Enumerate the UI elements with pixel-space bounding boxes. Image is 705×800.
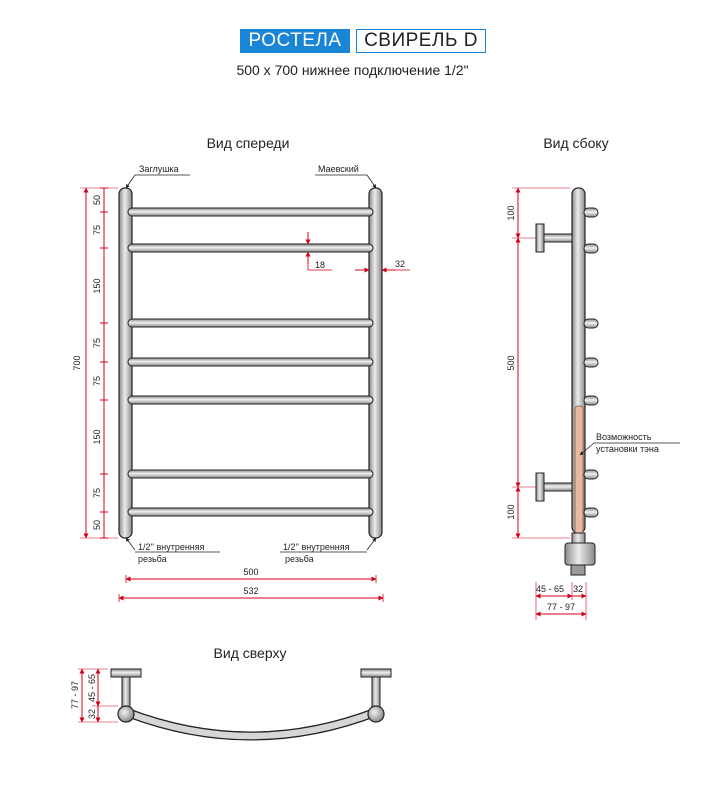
bar-stubs — [583, 207, 599, 518]
crossbar — [127, 318, 374, 328]
dim-height-total: 700 — [72, 355, 82, 370]
bar-stub — [583, 207, 599, 218]
cap-label: Заглушка — [139, 164, 179, 174]
brand-logo: РОСТЕЛА — [240, 29, 350, 53]
thread-left-line1: 1/2'' внутренняя — [138, 542, 205, 552]
wall-plate-left — [110, 668, 142, 678]
crossbar — [127, 395, 374, 405]
top-view-title: Вид сверху — [214, 645, 287, 661]
heating-element — [574, 405, 584, 535]
wall-stem-left — [121, 676, 131, 708]
dim-side-depth-1: 45 - 65 — [536, 584, 564, 594]
dim-segment: 75 — [92, 225, 102, 235]
dim-pipe: 18 — [315, 260, 325, 270]
wall-plate-right — [360, 668, 392, 678]
dim-segment: 50 — [92, 195, 102, 205]
model-name: СВИРЕЛЬ D — [356, 29, 486, 53]
crossbar — [127, 357, 374, 367]
thread-right-line1: 1/2'' внутренняя — [283, 542, 350, 552]
dim-top-depth-2: 32 — [87, 709, 97, 719]
front-view-title: Вид спереди — [207, 135, 290, 151]
bar-stub — [583, 507, 599, 518]
crossbar — [127, 469, 374, 479]
crossbar — [127, 507, 374, 517]
header: РОСТЕЛА СВИРЕЛЬ D 500 х 700 нижнее подкл… — [0, 0, 705, 90]
top-view: Вид сверху 77 - 97 45 - 65 32 — [70, 645, 392, 741]
dim-side-top: 100 — [506, 205, 516, 220]
wall-stem-right — [371, 676, 381, 708]
subtitle: 500 х 700 нижнее подключение 1/2" — [236, 62, 469, 78]
dim-width-inner: 500 — [243, 567, 258, 577]
bar-stub — [583, 243, 599, 254]
dim-side-depth-2: 32 — [573, 584, 583, 594]
dim-segment: 150 — [92, 278, 102, 293]
post-end-right — [367, 705, 385, 723]
dim-top-depth-total: 77 - 97 — [70, 681, 80, 709]
bar-stub — [583, 469, 599, 480]
dim-side-depth-total: 77 - 97 — [547, 602, 575, 612]
bar-stub — [583, 357, 599, 368]
bar-stub — [583, 318, 599, 329]
post-end-left — [117, 705, 135, 723]
heater-head — [564, 532, 596, 576]
wall-bracket-top — [535, 223, 573, 253]
crossbar — [127, 207, 374, 217]
dim-segment: 50 — [92, 520, 102, 530]
height-segments: 50 75 150 75 75 150 75 50 — [92, 187, 108, 539]
dim-top-depth-1: 45 - 65 — [87, 674, 97, 702]
dim-side-bottom: 100 — [506, 504, 516, 519]
side-view: Вид сбоку Воз — [506, 135, 680, 620]
front-view: Вид спереди Заглушка Маевский 700 — [72, 135, 410, 602]
crossbar — [127, 243, 374, 253]
heater-note-line1: Возможность — [596, 432, 652, 442]
dim-width-outer: 532 — [243, 586, 258, 596]
dim-segment: 75 — [92, 376, 102, 386]
dim-side-middle: 500 — [506, 355, 516, 370]
thread-left-line2: резьба — [138, 554, 167, 564]
thread-right-line2: резьба — [285, 554, 314, 564]
dim-post: 32 — [395, 259, 405, 269]
heater-note-line2: установки тэна — [596, 444, 659, 454]
side-view-title: Вид сбоку — [543, 135, 608, 151]
crossbars — [127, 207, 374, 517]
dim-segment: 150 — [92, 429, 102, 444]
dim-segment: 75 — [92, 338, 102, 348]
curved-bar — [122, 708, 380, 740]
valve-label: Маевский — [318, 164, 359, 174]
bar-stub — [583, 395, 599, 406]
dim-segment: 75 — [92, 488, 102, 498]
wall-bracket-bottom — [535, 472, 573, 502]
